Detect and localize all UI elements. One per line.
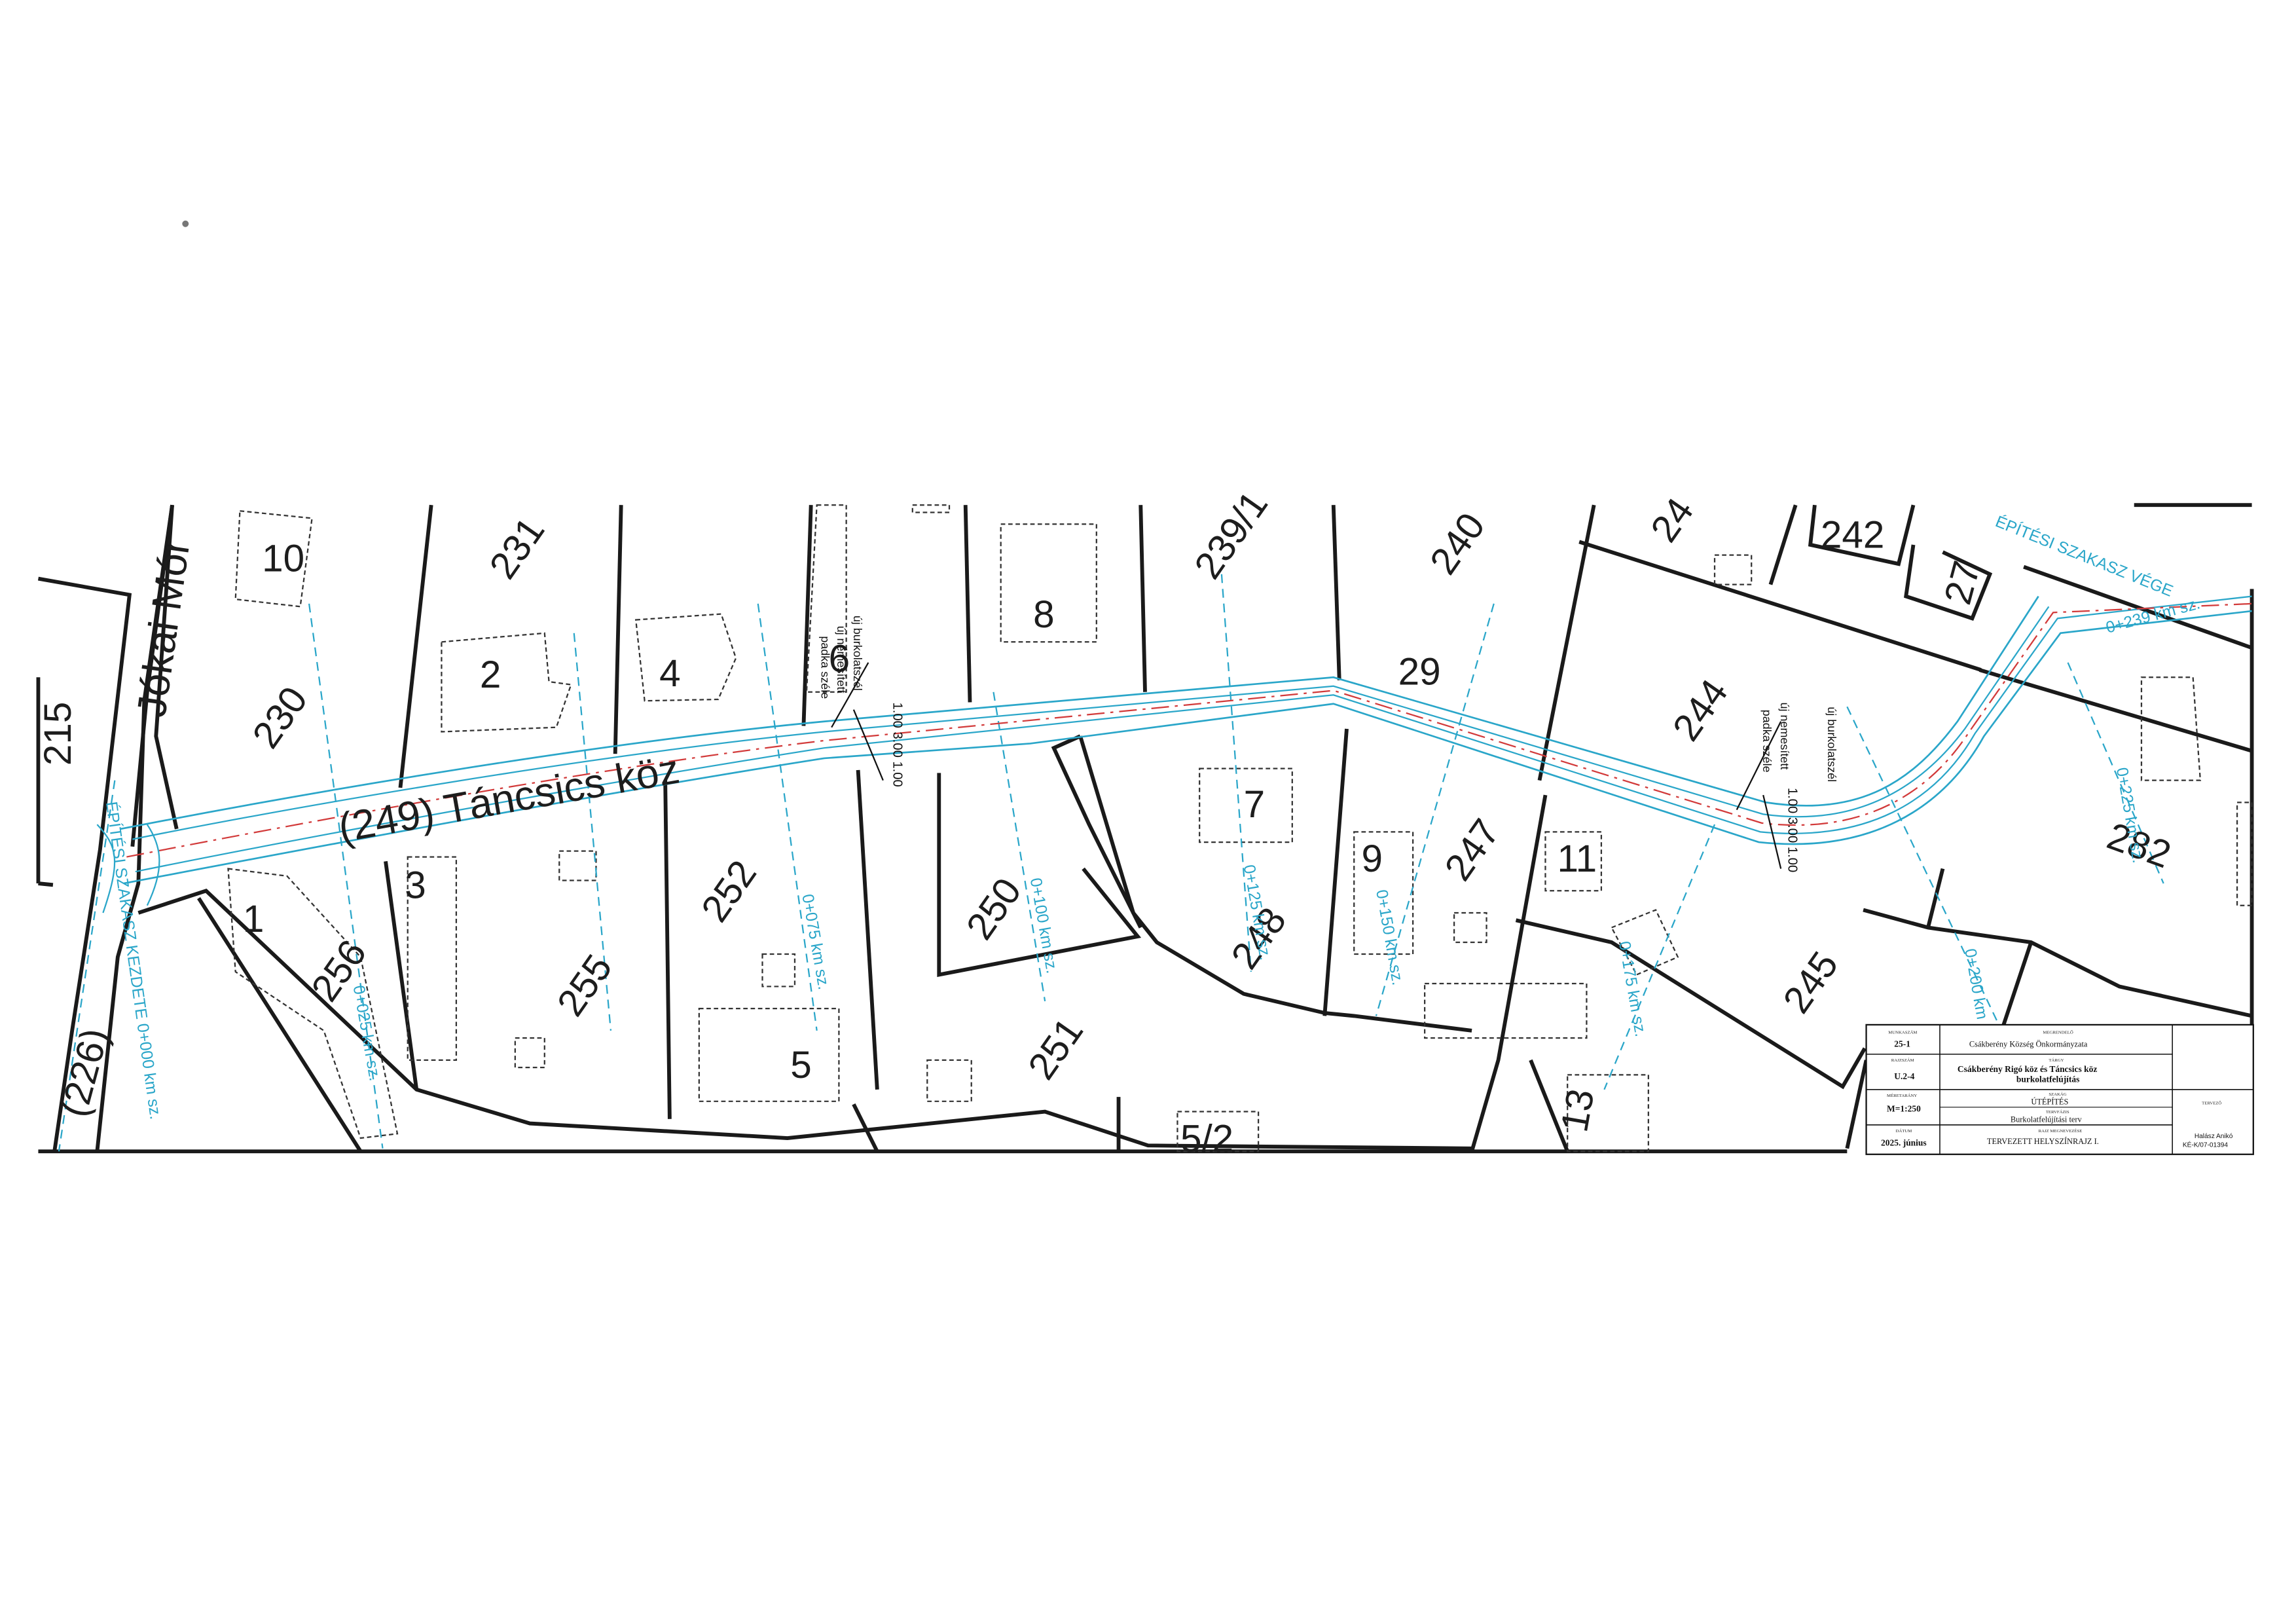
- designer-name: Halász Anikó: [2195, 1133, 2233, 1140]
- drawing-scale: M=1:250: [1887, 1104, 1921, 1114]
- title-block-label: TERVEZŐ: [2202, 1100, 2221, 1105]
- drawing-date: 2025. június: [1881, 1137, 1927, 1147]
- title-block-label: TERVFÁZIS: [2046, 1109, 2069, 1115]
- scan-speck: [182, 220, 189, 227]
- annotation-text: padka széle: [1760, 710, 1774, 773]
- house-number: 10: [262, 537, 304, 580]
- house-number: 11: [1557, 838, 1597, 880]
- dimension-text: 1.00 3.00 1.00: [890, 702, 905, 786]
- project-title-line2: burkolatfelújítás: [2016, 1075, 2080, 1084]
- annotation-text: új nemesített: [1778, 702, 1791, 769]
- designer-license: KÉ-K/07-01394: [2183, 1141, 2228, 1149]
- drawing-number: U.2-4: [1894, 1071, 1914, 1081]
- road-inner-edge-south: [135, 595, 2252, 873]
- house-number: 9: [1361, 838, 1383, 880]
- house-number: 5: [790, 1044, 812, 1086]
- title-block-label: RAJZSZÁM: [1891, 1058, 1914, 1063]
- road-inner-edge-north: [132, 606, 2050, 840]
- title-block-label: SZAKÁG: [2049, 1092, 2066, 1097]
- section-start-label: ÉPÍTÉSI SZAKASZ KEZDETE 0+000 km sz.: [102, 800, 164, 1120]
- title-block-label: TÁRGY: [2049, 1058, 2064, 1063]
- parcel-label: 245: [1775, 944, 1846, 1021]
- parcel-label: 239/1: [1186, 483, 1276, 586]
- chainage-label: 0+075 km sz.: [798, 893, 832, 991]
- client-name: Csákberény Község Önkormányzata: [1969, 1040, 2088, 1049]
- house-number: 13: [1553, 1086, 1602, 1135]
- project-title-line1: Csákberény Rigó köz és Táncsics köz: [1958, 1064, 2097, 1074]
- project-number: 25-1: [1894, 1039, 1910, 1049]
- parcel-label: 27: [1937, 557, 1989, 609]
- dimension-text: 1.00 3.00 1.00: [1785, 788, 1799, 872]
- design-phase: Burkolatfelújítási terv: [2011, 1115, 2083, 1124]
- road-mouth: [96, 824, 160, 913]
- parcel-label: 231: [481, 509, 553, 586]
- house-number: 1: [243, 898, 264, 940]
- chainage-label: 0+150 km sz.: [1372, 889, 1406, 987]
- house-number: 3: [405, 864, 426, 907]
- title-block-label: MEGRENDELŐ: [2043, 1029, 2073, 1035]
- design-annotations-east: új burkolatszél új nemesített padka szél…: [1760, 702, 1838, 872]
- discipline: ÚTÉPÍTÉS: [2031, 1097, 2068, 1106]
- road-axis: [126, 602, 2252, 858]
- sheet-title: TERVEZETT HELYSZÍNRAJZ I.: [1987, 1137, 2099, 1146]
- title-block-label: MÉRETARÁNY: [1887, 1093, 1917, 1098]
- parcel-label: 240: [1422, 506, 1493, 582]
- road-outer-edge-north: [120, 595, 2039, 830]
- house-number: 8: [1033, 593, 1055, 636]
- dimension-ticks: [831, 662, 1782, 869]
- annotation-text: padka széle: [818, 636, 831, 699]
- parcel-label: 255: [549, 947, 621, 1024]
- annotation-text: új burkolatszél: [851, 616, 864, 691]
- parcel-label: 250: [958, 870, 1030, 947]
- parcel-label: 230: [244, 679, 316, 756]
- house-number: 7: [1244, 783, 1266, 826]
- annotation-text: új burkolatszél: [1825, 707, 1838, 782]
- house-number: 2: [480, 654, 501, 696]
- road-design: [96, 595, 2252, 913]
- parcel-boundaries: [36, 503, 2254, 1154]
- parcel-label: 5/2: [1180, 1117, 1233, 1160]
- title-block: MUNKASZÁM 25-1 MEGRENDELŐ Csákberény Köz…: [1865, 1024, 2254, 1155]
- annotation-text: új nemesített: [835, 626, 848, 693]
- title-block-label: RAJZ MEGNEVEZÉSE: [2039, 1128, 2083, 1134]
- parcel-label: 215: [37, 702, 79, 766]
- parcel-label: 252: [693, 853, 765, 929]
- parcel-label: 251: [1020, 1010, 1091, 1087]
- parcel-label: 242: [1821, 513, 1885, 556]
- house-number: 6: [829, 637, 850, 680]
- street-name-label: Jókai Mór: [128, 536, 198, 720]
- chainage-label: 0+100 km sz.: [1027, 877, 1061, 975]
- chainage-cross-lines: [58, 574, 2164, 1152]
- design-annotations-west: új burkolatszél új nemesített padka szél…: [818, 616, 904, 787]
- parcel-label: 24: [1643, 490, 1702, 550]
- parcel-label: 244: [1665, 672, 1736, 748]
- title-block-label: DÁTUM: [1896, 1128, 1912, 1134]
- building-outlines: [227, 504, 2253, 1153]
- house-number: 4: [659, 652, 681, 695]
- title-block-label: MUNKASZÁM: [1888, 1029, 1917, 1035]
- chainage-label: 0+175 km sz.: [1615, 940, 1649, 1038]
- parcel-label: 29: [1398, 651, 1441, 693]
- road-outer-edge-south: [123, 610, 2252, 885]
- parcel-label: 247: [1436, 811, 1508, 888]
- house-numbers: 10 2 4 6 8 1 3 5: [243, 537, 1055, 1086]
